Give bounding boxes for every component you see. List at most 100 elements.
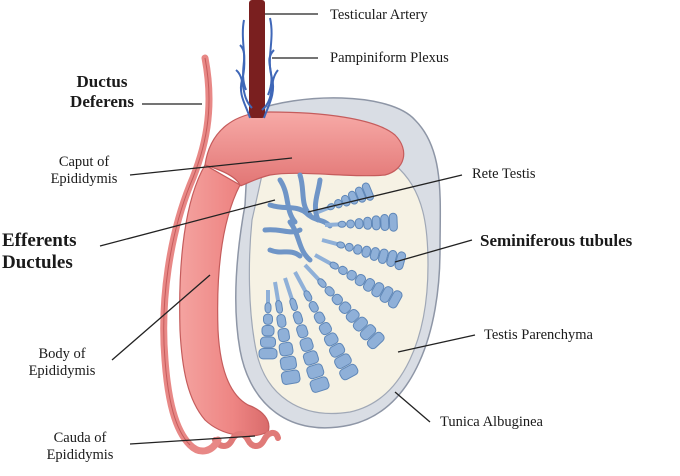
label-cauda-line2: Epididymis xyxy=(46,446,114,463)
tubule-segment xyxy=(260,336,276,348)
tubule-segment xyxy=(354,218,364,230)
leader-lines xyxy=(99,13,476,445)
leader-tunica xyxy=(394,391,431,423)
rete-testis-network xyxy=(262,172,333,263)
label-seminiferous-tubules: Seminiferous tubules xyxy=(480,231,633,250)
tubule-segment xyxy=(386,250,398,268)
label-testicular-artery: Testicular Artery xyxy=(330,7,428,23)
seminiferous-lobule xyxy=(293,271,359,381)
tubule-segment xyxy=(352,316,369,332)
tubule-segment xyxy=(277,327,291,343)
tubule-segment xyxy=(371,282,385,298)
tubule-segment xyxy=(302,350,320,366)
tubule-segment xyxy=(338,301,352,315)
tubule-segment xyxy=(318,321,333,336)
tubule-segment xyxy=(296,324,309,339)
tubule-segment xyxy=(380,214,390,232)
tubule-segment xyxy=(353,244,363,255)
tubule-segment xyxy=(329,261,339,270)
tubule-segment xyxy=(289,297,298,312)
tubule-segment xyxy=(328,342,346,358)
tubule-segment xyxy=(354,273,367,287)
tubule-segment xyxy=(309,376,330,393)
tubule-segment xyxy=(303,290,313,302)
label-body-line2: Epididymis xyxy=(28,362,96,379)
tubule-segment xyxy=(334,353,352,369)
label-ductus-deferens: Ductus Deferens xyxy=(56,72,148,111)
ductus-deferens-edge xyxy=(163,57,210,446)
cauda-loops xyxy=(212,430,281,449)
leader-caput xyxy=(129,157,293,176)
tubule-segment xyxy=(276,314,287,328)
seminiferous-lobule xyxy=(283,277,330,393)
label-pampiniform-plexus: Pampiniform Plexus xyxy=(330,50,449,66)
label-cauda-line1: Cauda of xyxy=(53,430,107,446)
label-efferents-ductules: Efferents Ductules xyxy=(2,230,77,274)
seminiferous-tubule-lobules xyxy=(258,182,407,393)
tubule-segment xyxy=(346,219,355,229)
leader-cauda xyxy=(129,435,256,445)
label-ductus-deferens-line2: Deferens xyxy=(70,91,134,111)
seminiferous-lobule xyxy=(258,290,278,360)
tubule-segment xyxy=(369,247,380,261)
tubule-segment xyxy=(279,355,298,371)
tubule-segment xyxy=(344,242,354,252)
seminiferous-lobule xyxy=(303,263,385,350)
tubule-segment xyxy=(306,363,325,380)
leader-body xyxy=(111,274,211,361)
pampiniform-plexus-vessels xyxy=(235,17,279,119)
leader-efferents xyxy=(99,199,276,247)
tubule-segment xyxy=(379,286,394,303)
label-efferents-line2: Ductules xyxy=(2,251,73,273)
seminiferous-lobule xyxy=(273,281,301,385)
leader-seminiferous xyxy=(394,239,473,263)
tubule-segment xyxy=(387,290,403,309)
tubule-segment xyxy=(388,212,398,232)
label-testis-parenchyma: Testis Parenchyma xyxy=(484,327,593,343)
label-caput-line1: Caput of xyxy=(58,154,110,170)
label-ductus-deferens-line1: Ductus xyxy=(76,72,128,91)
label-caput-line2: Epididymis xyxy=(50,170,118,187)
tubule-segment xyxy=(338,265,348,276)
tubule-segment xyxy=(278,341,294,357)
tubule-segment xyxy=(275,300,284,314)
tubule-segment xyxy=(345,308,360,323)
leader-rete-testis xyxy=(307,174,463,213)
tubule-segment xyxy=(339,363,359,381)
seminiferous-lobule xyxy=(321,238,407,271)
tubule-segment xyxy=(313,311,326,324)
tubule-segment xyxy=(366,331,385,350)
tubule-segment xyxy=(308,300,319,313)
label-cauda-epididymis: Cauda of Epididymis xyxy=(32,430,128,463)
seminiferous-lobule xyxy=(324,212,398,232)
seminiferous-lobule xyxy=(317,182,375,214)
tubule-segment xyxy=(336,241,346,249)
label-body-line1: Body of xyxy=(38,346,86,362)
tubule-segment xyxy=(331,293,344,306)
tubule-segment xyxy=(359,324,377,341)
tubule-segment xyxy=(317,278,327,288)
seminiferous-lobule xyxy=(314,253,403,309)
label-rete-testis: Rete Testis xyxy=(472,166,536,182)
tubule-segment xyxy=(323,332,339,347)
tubule-segment xyxy=(362,278,376,292)
label-tunica-albuginea: Tunica Albuginea xyxy=(440,414,543,430)
tubule-segment xyxy=(346,269,357,281)
tubule-segment xyxy=(361,182,375,201)
tubule-segment xyxy=(264,302,272,314)
tubule-segment xyxy=(363,216,373,230)
testicular-artery-vessel xyxy=(249,0,265,118)
tubule-segment xyxy=(299,337,314,352)
tubule-segment xyxy=(280,369,301,385)
tubule-segment xyxy=(337,220,347,228)
tubule-segment xyxy=(258,348,278,360)
tubule-segment xyxy=(324,286,335,297)
tubule-segment xyxy=(263,313,273,325)
tubule-segment xyxy=(371,215,381,231)
label-body-epididymis: Body of Epididymis xyxy=(14,346,110,379)
tubule-segment xyxy=(261,325,275,337)
tubule-segment xyxy=(377,248,389,264)
label-caput-epididymis: Caput of Epididymis xyxy=(36,154,132,187)
label-efferents-line1: Efferents xyxy=(2,230,77,251)
